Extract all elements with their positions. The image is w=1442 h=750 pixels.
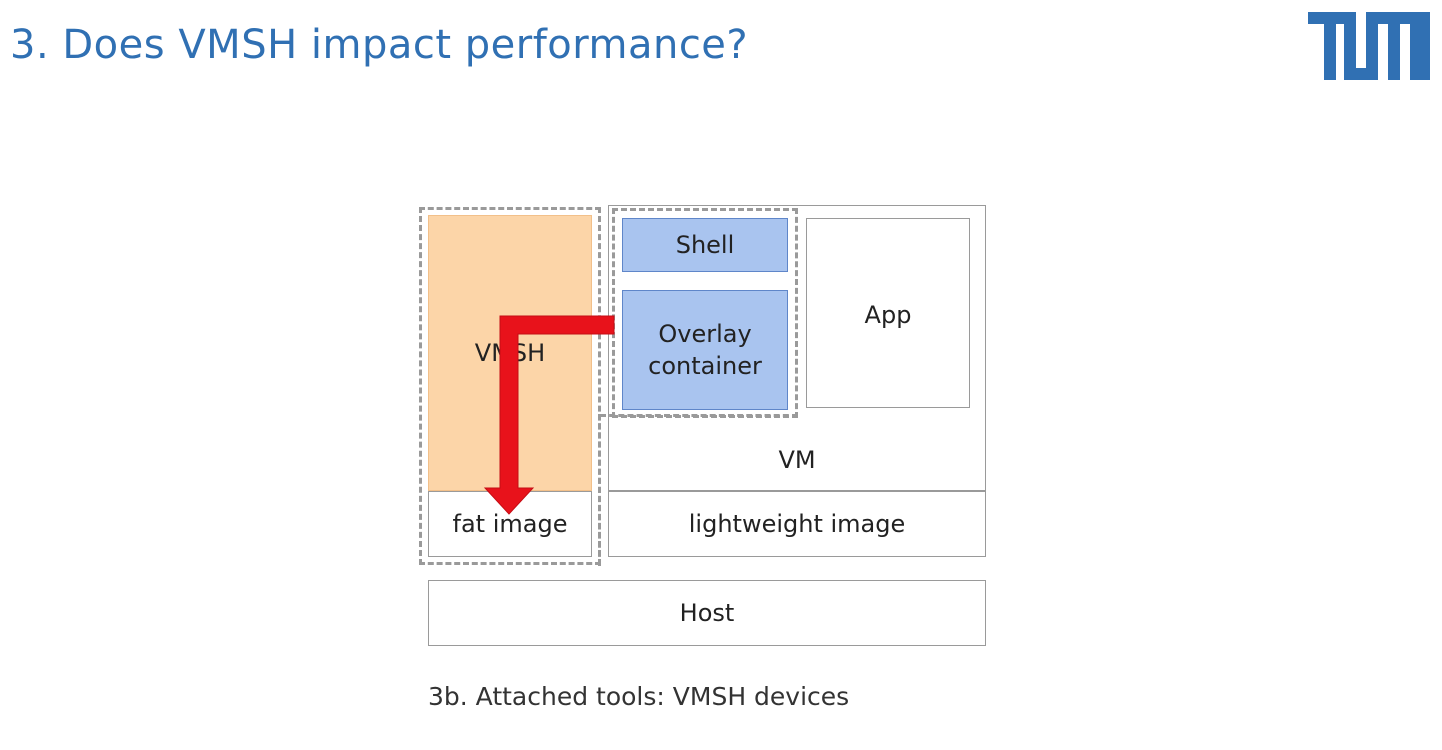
host-label: Host (679, 598, 735, 627)
overlay-container-box: Overlay container (622, 290, 788, 410)
vm-dashed-top-outline (600, 414, 798, 417)
caption: 3b. Attached tools: VMSH devices (428, 682, 850, 711)
host-box: Host (428, 580, 986, 646)
vm-dashed-outline (598, 414, 601, 566)
app-label: App (864, 301, 912, 329)
vm-label: VM (778, 445, 816, 474)
lightweight-image-box: lightweight image (608, 491, 986, 557)
tum-logo (1308, 12, 1430, 80)
overlay-container-label: Overlay container (648, 319, 762, 380)
arrow-path (483, 315, 615, 515)
fat-image-box: fat image (428, 491, 592, 557)
fat-image-label: fat image (452, 509, 568, 538)
vmsh-dashed-outline (419, 207, 601, 565)
app-box: App (806, 218, 970, 408)
shell-label: Shell (675, 230, 735, 259)
shell-box: Shell (622, 218, 788, 272)
lightweight-image-label: lightweight image (688, 509, 906, 538)
slide-title: 3. Does VMSH impact performance? (10, 22, 749, 68)
